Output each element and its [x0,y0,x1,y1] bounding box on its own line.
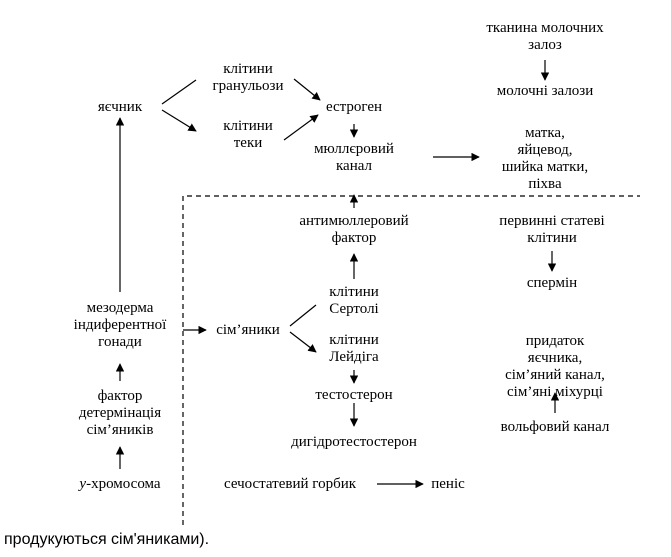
node-mammary-glands: молочні залози [496,83,594,99]
edge-testes-to-leydig [289,331,317,353]
node-leydig-cells: клітини Лейдіга [329,332,379,365]
node-amh: антимюллеровий фактор [299,213,409,246]
footer-text: продукуються сім'яниками). [4,531,210,548]
node-wolffian-duct: вольфовий канал [500,419,610,435]
node-testis-determining-factor: фактор детермінація сім’яників [78,388,162,438]
node-epididymis-group: придаток яєчника, сім’яний канал, сім’ян… [505,333,605,400]
node-testosterone: тестостерон [315,387,393,403]
edge-testes-to-sertoli [289,304,317,327]
node-estrogen: естроген [325,99,383,115]
edge-granulosa-to-estrogen [293,78,321,101]
node-tissue-mammary: тканина молочних залоз [486,20,604,53]
node-mullerian-duct: мюллєровий канал [314,141,394,174]
node-mesoderm: мезодерма індиферентної гонади [73,300,167,350]
dashed-boundary [182,195,640,525]
node-uterus-group: матка, яйцевод, шийка матки, піхва [501,125,589,192]
node-granulosa-cells: клітини гранульози [212,61,284,94]
edge-theca-to-estrogen [283,114,319,141]
y-letter: у [79,476,87,492]
node-testes: сім’яники [216,322,280,338]
node-sertoli-cells: клітини Сертолі [329,284,379,317]
node-y-chromosome: у-хромосома [79,476,160,493]
node-sperm: спермін [526,275,578,291]
y-chromosome-rest: -хромосома [86,476,161,492]
node-ovary: яєчник [97,99,143,115]
edge-ovary-to-granulosa [161,79,197,105]
node-penis: пеніс [431,476,465,492]
node-dihydrotestosterone: дигідротестостерон [291,434,417,450]
node-primordial-germ-cells: первинні статеві клітини [499,213,605,246]
node-theca-cells: клітини теки [223,118,273,151]
edge-ovary-to-theca [161,109,197,132]
node-urogenital-tubercle: сечостатевий горбик [223,476,357,492]
